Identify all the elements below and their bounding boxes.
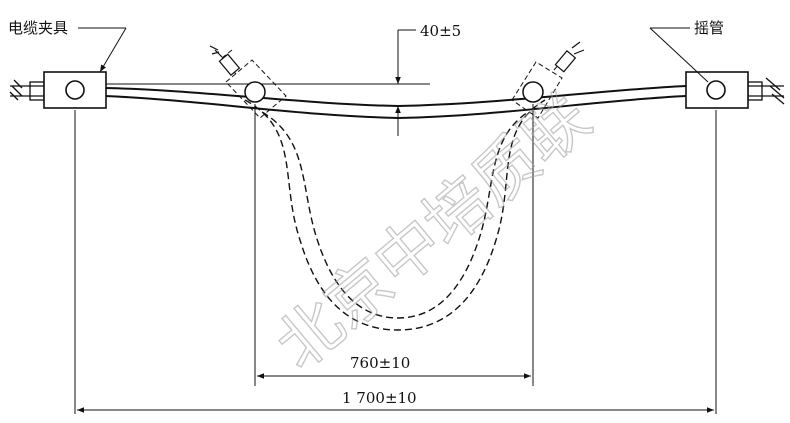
rocker-tube-label: 摇管 xyxy=(694,19,724,37)
cable-end-right xyxy=(747,77,785,105)
cable-clamp-label: 电缆夹具 xyxy=(8,19,68,37)
sag-dimension xyxy=(395,29,416,136)
cable-clamp-left xyxy=(43,71,107,109)
extension-lines xyxy=(74,104,717,414)
roller-right xyxy=(522,81,544,103)
cable-clamp-leader xyxy=(78,27,127,73)
outer-span-text: 1 700±10 xyxy=(342,389,417,407)
handle-icon-right xyxy=(554,41,585,73)
cable-end-left xyxy=(9,79,45,101)
roller-left xyxy=(244,81,266,103)
sag-dimension-text: 40±5 xyxy=(420,22,461,40)
cable-clamp-right xyxy=(685,71,749,109)
inner-span-text: 760±10 xyxy=(350,354,410,372)
cable-dashed-loop xyxy=(244,99,546,331)
rocker-tube-leader xyxy=(649,27,709,83)
watermark: 北京中培质联 xyxy=(263,81,605,385)
cable-solid xyxy=(104,85,687,120)
handle-icon-left xyxy=(209,45,241,76)
